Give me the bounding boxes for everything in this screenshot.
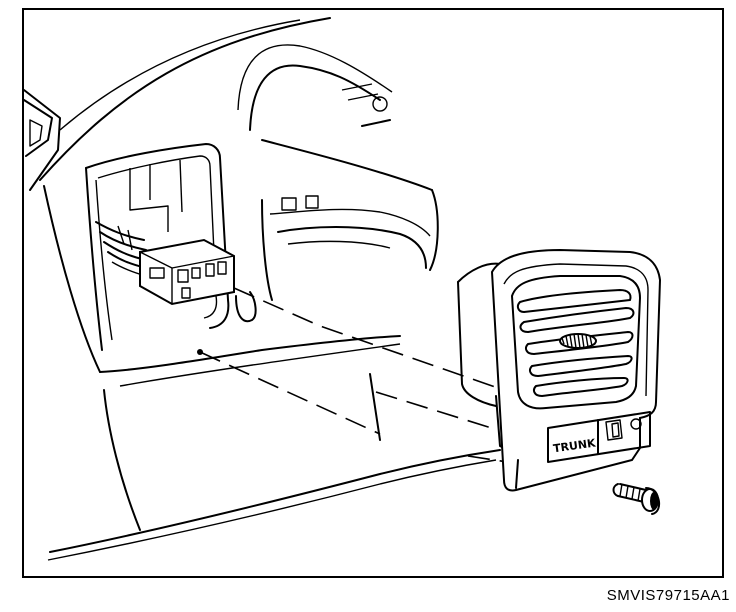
dash-opening [85,143,257,351]
lower-dash-edges [47,335,501,561]
wiring-connector [139,238,235,306]
trunk-button-label: TRUNK [552,436,597,455]
left-pillar [23,89,61,191]
figure-id: SMVIS79715AA1 [606,587,730,604]
vent-bezel-assembly: TRUNK [457,248,662,492]
dashboard-upper [39,17,393,373]
mounting-screw [612,483,661,515]
upper-right-panel [261,83,439,301]
